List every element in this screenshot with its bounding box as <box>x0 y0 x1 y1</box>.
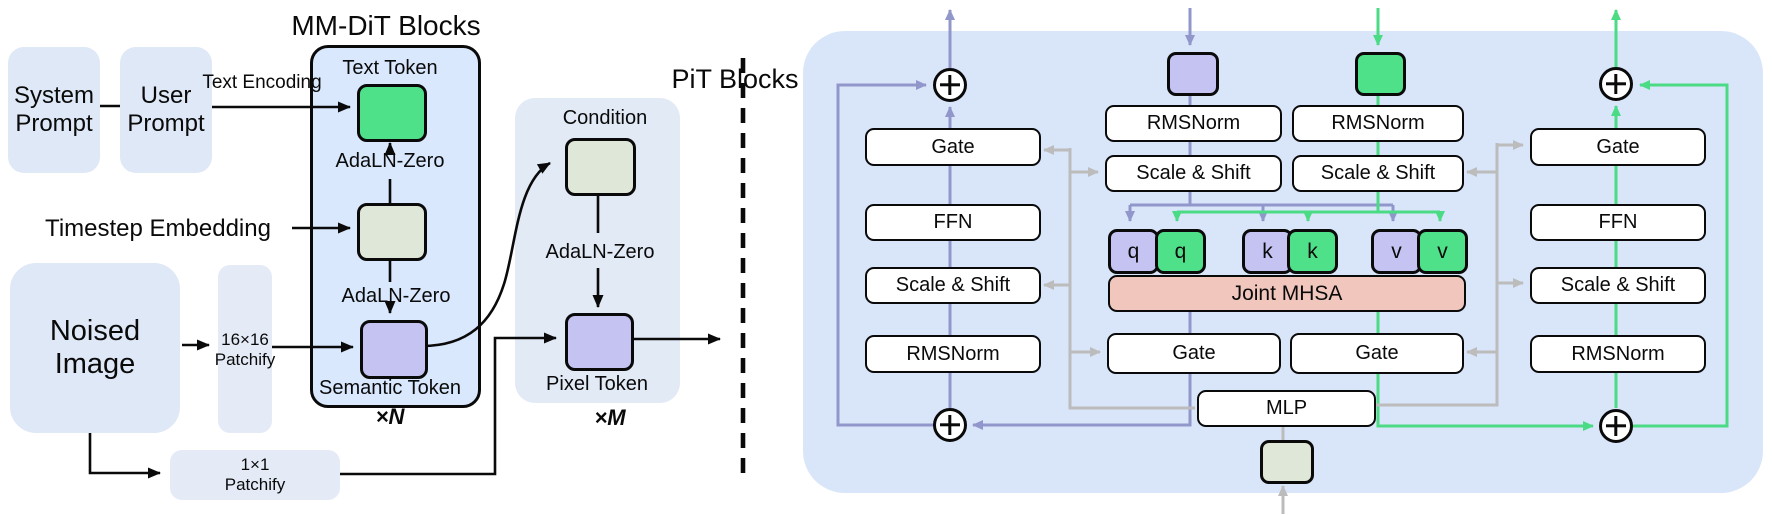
add-icon <box>1599 409 1633 443</box>
pit-repeat-label: ×M <box>594 405 626 430</box>
right-rmsnorm-box: RMSNorm <box>1530 335 1706 373</box>
text-encoding-label: Text Encoding <box>202 72 322 93</box>
text-stream-token <box>1355 52 1406 96</box>
patchify-1-box: 1×1 Patchify <box>170 450 340 500</box>
center-right-rmsnorm-box: RMSNorm <box>1292 105 1464 142</box>
left-ffn-box: FFN <box>865 204 1041 241</box>
center-left-rmsnorm-box: RMSNorm <box>1105 105 1282 142</box>
pixel-token-box <box>565 313 634 371</box>
condition-token-box <box>565 138 636 196</box>
patchify-1-line1: 1×1 <box>240 455 270 474</box>
center-right-scale-shift-label: Scale & Shift <box>1320 162 1436 184</box>
semantic-stream-token <box>1167 52 1219 96</box>
gray-conditioning-lines <box>1043 140 1524 514</box>
text-token-label: Text Token <box>342 57 438 79</box>
left-gate-box: Gate <box>865 128 1041 166</box>
center-right-rmsnorm-label: RMSNorm <box>1331 112 1425 134</box>
add-icon <box>1599 67 1633 101</box>
center-right-gate-box: Gate <box>1290 333 1464 374</box>
mmdit-title: MM-DiT Blocks <box>291 10 481 41</box>
center-right-gate-label: Gate <box>1355 342 1399 364</box>
left-rmsnorm-box: RMSNorm <box>865 335 1041 373</box>
left-gate-label: Gate <box>931 135 975 158</box>
add-icon <box>933 408 967 442</box>
center-left-rmsnorm-label: RMSNorm <box>1146 112 1241 134</box>
right-ffn-box: FFN <box>1530 204 1706 241</box>
patchify-1-label: 1×1 Patchify <box>225 455 285 495</box>
system-prompt-box: System Prompt <box>8 47 100 173</box>
q-green-box: q <box>1155 229 1206 274</box>
adaln-zero-top-label: AdaLN-Zero <box>335 150 445 172</box>
right-scale-shift-label: Scale & Shift <box>1560 274 1676 296</box>
mmdit-repeat-label: ×N <box>375 404 405 429</box>
left-rmsnorm-label: RMSNorm <box>906 342 1000 365</box>
patchify-1-line2: Patchify <box>224 475 286 494</box>
v-green-box: v <box>1417 229 1468 274</box>
pit-title: PiT Blocks <box>671 64 799 94</box>
v-purple-label: v <box>1391 239 1402 263</box>
adaln-zero-bottom-label: AdaLN-Zero <box>341 285 451 307</box>
condition-label: Condition <box>562 107 648 129</box>
right-rmsnorm-label: RMSNorm <box>1571 342 1665 365</box>
timestep-condition-token <box>1260 440 1314 484</box>
mlp-label: MLP <box>1265 397 1308 419</box>
noised-image-label: Noised Image <box>49 315 141 380</box>
semantic-token-label: Semantic Token <box>319 377 461 399</box>
noised-image-box: Noised Image <box>10 263 180 433</box>
v-green-label: v <box>1437 239 1448 263</box>
v-purple-box: v <box>1371 229 1422 274</box>
center-left-scale-shift-label: Scale & Shift <box>1136 162 1251 184</box>
center-right-scale-shift-box: Scale & Shift <box>1292 155 1464 192</box>
user-prompt-box: User Prompt <box>120 47 212 173</box>
right-ffn-label: FFN <box>1598 211 1638 233</box>
mlp-box: MLP <box>1197 390 1376 427</box>
center-left-gate-box: Gate <box>1107 333 1281 374</box>
k-green-label: k <box>1307 239 1318 263</box>
left-scale-shift-box: Scale & Shift <box>865 267 1041 304</box>
semantic-token-box <box>360 320 428 379</box>
left-ffn-label: FFN <box>933 211 973 233</box>
right-scale-shift-box: Scale & Shift <box>1530 267 1706 304</box>
joint-mhsa-box: Joint MHSA <box>1108 275 1466 312</box>
patchify-16-box <box>218 265 272 433</box>
black-flow-lines <box>88 101 721 479</box>
system-prompt-label: System Prompt <box>13 82 94 137</box>
patchify-16-line1: 16×16 <box>221 330 269 349</box>
k-green-box: k <box>1287 229 1338 274</box>
center-left-scale-shift-box: Scale & Shift <box>1105 155 1282 192</box>
timestep-token-box <box>357 203 427 261</box>
pixel-token-label: Pixel Token <box>546 373 648 395</box>
k-purple-label: k <box>1262 239 1273 263</box>
right-gate-label: Gate <box>1596 135 1640 158</box>
center-left-gate-label: Gate <box>1172 342 1216 364</box>
pit-adaln-zero-label: AdaLN-Zero <box>545 241 655 263</box>
add-icon <box>933 68 967 102</box>
timestep-embedding-label: Timestep Embedding <box>45 215 271 242</box>
q-purple-label: q <box>1127 239 1140 263</box>
text-token-box <box>357 84 427 142</box>
q-purple-box: q <box>1108 229 1159 274</box>
patchify-16-line2: Patchify <box>214 349 276 369</box>
joint-mhsa-label: Joint MHSA <box>1231 281 1343 305</box>
q-green-label: q <box>1174 239 1187 263</box>
right-gate-box: Gate <box>1530 128 1706 166</box>
user-prompt-label: User Prompt <box>127 82 205 137</box>
patchify-16-label: 16×16 Patchify <box>205 330 285 369</box>
left-scale-shift-label: Scale & Shift <box>895 274 1011 296</box>
k-purple-box: k <box>1242 229 1293 274</box>
